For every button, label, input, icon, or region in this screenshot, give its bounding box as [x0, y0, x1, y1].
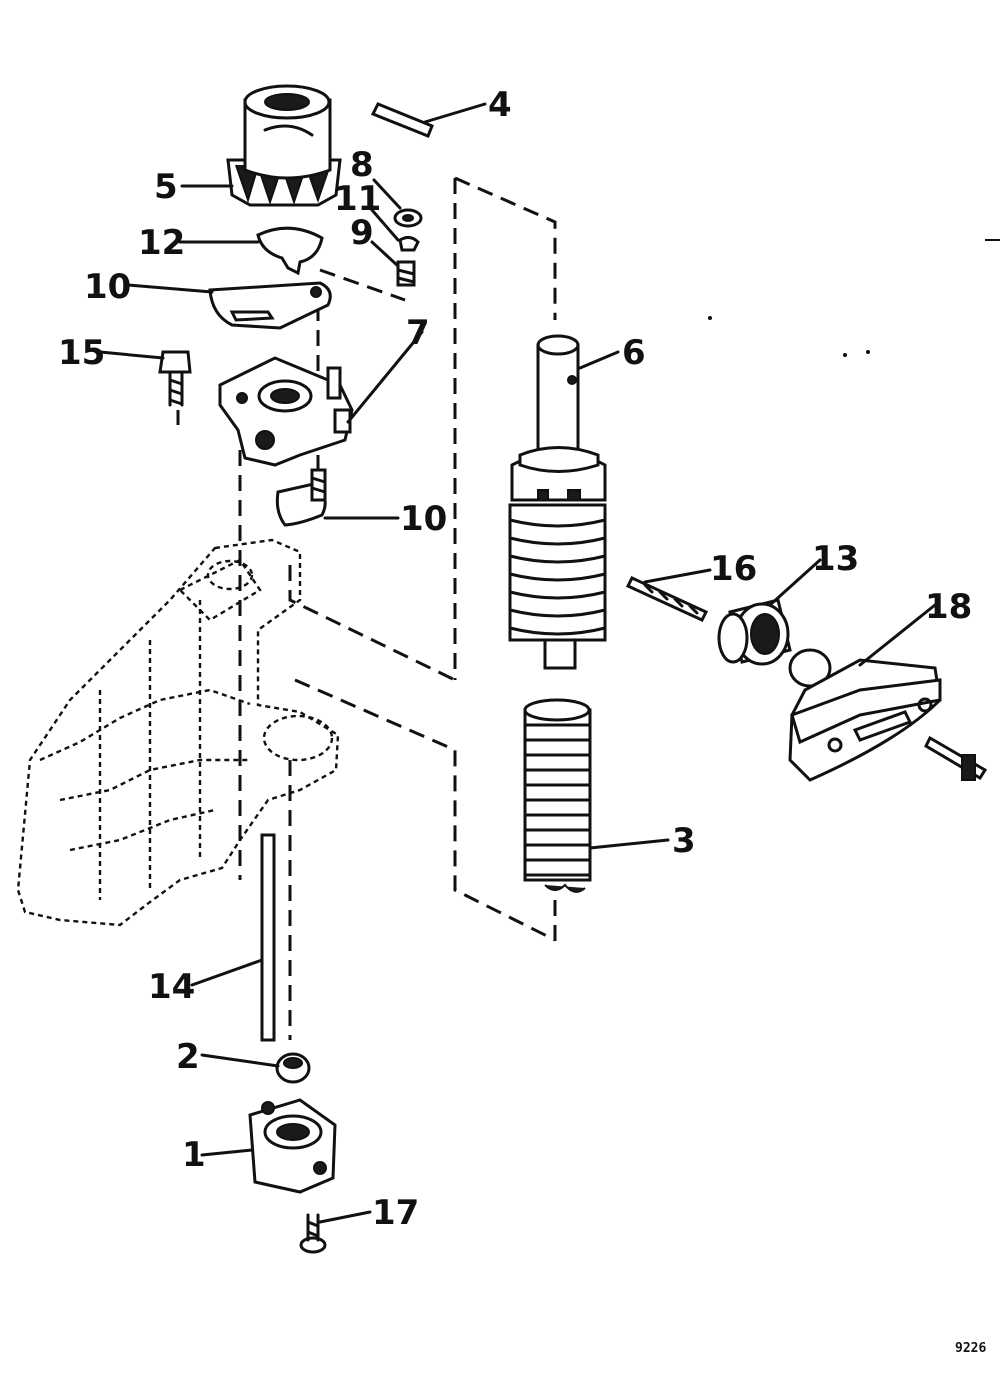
callout-9: 9	[350, 213, 374, 253]
callout-13: 13	[812, 539, 859, 579]
callout-11: 11	[334, 179, 381, 219]
bushing	[717, 598, 792, 666]
callout-16: 16	[710, 549, 757, 589]
phantom-housing	[16, 538, 340, 927]
leader-lines	[98, 102, 937, 1224]
bolt	[158, 350, 192, 407]
callout-10-lower: 10	[400, 499, 447, 539]
callout-1: 1	[182, 1135, 206, 1175]
drive-gear	[226, 84, 342, 207]
gasket	[256, 226, 324, 276]
screw	[299, 1213, 327, 1254]
recoil-spring	[523, 698, 592, 893]
lower-bracket	[248, 1098, 337, 1194]
long-rod	[260, 833, 276, 1042]
callout-4: 4	[488, 85, 512, 125]
callout-8: 8	[350, 145, 374, 185]
callout-18: 18	[925, 587, 972, 627]
callout-17: 17	[372, 1193, 419, 1233]
pin	[370, 102, 434, 138]
starter-rope	[625, 576, 709, 622]
small-hardware	[393, 208, 423, 287]
callout-6: 6	[622, 333, 646, 373]
cam-lever	[275, 468, 327, 527]
callout-7: 7	[406, 313, 430, 353]
callout-14: 14	[148, 967, 195, 1007]
starter-handle	[788, 648, 988, 782]
lever-plate	[208, 281, 332, 330]
callout-3: 3	[672, 821, 696, 861]
worm-shaft	[508, 334, 607, 670]
callout-labels: 1 2 3 4 5 6 7 8 9 10 10 11 12 13 14 15 1…	[58, 85, 972, 1233]
callout-2: 2	[176, 1037, 200, 1077]
scan-specks	[708, 239, 1000, 357]
washer	[275, 1052, 311, 1084]
callout-15: 15	[58, 333, 105, 373]
callout-12: 12	[138, 223, 185, 263]
figure-number: 9226	[955, 1341, 986, 1356]
base-plate	[218, 356, 354, 467]
callout-5: 5	[154, 167, 178, 207]
callout-10-upper: 10	[84, 267, 131, 307]
